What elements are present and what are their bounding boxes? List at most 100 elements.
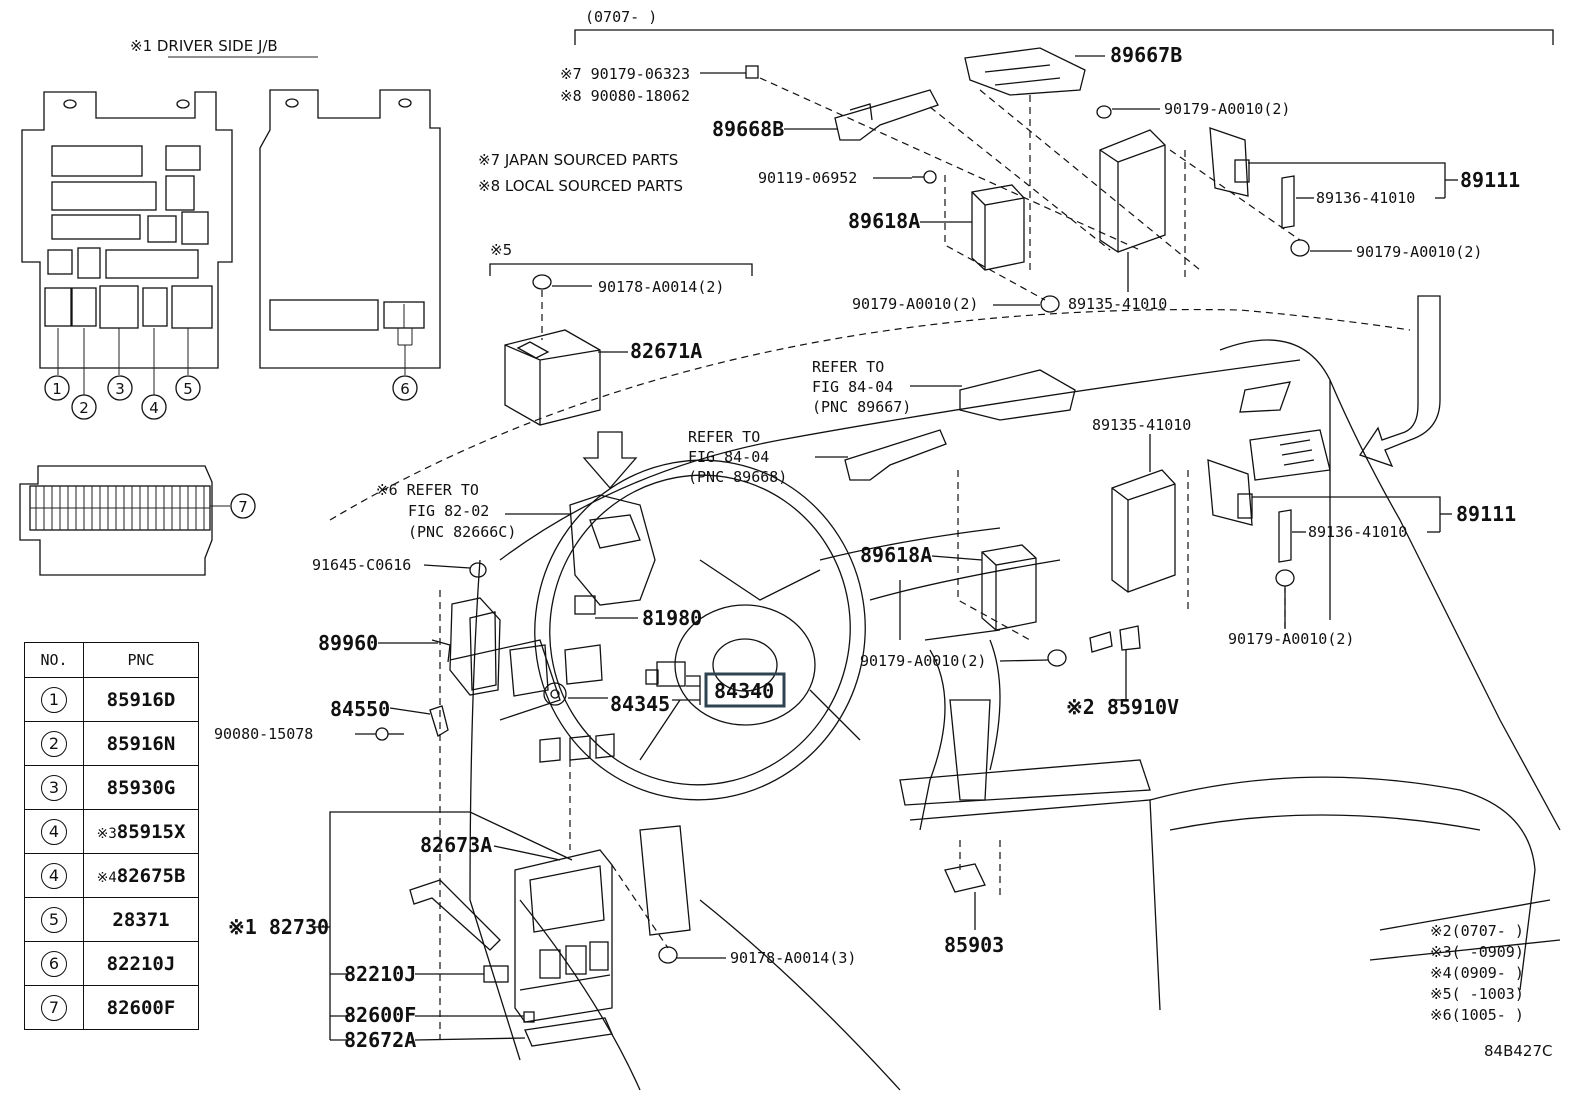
table-row: 4 ※482675B <box>24 853 199 898</box>
row-number: 1 <box>41 686 67 713</box>
switch-85910v <box>1089 625 1141 653</box>
period-bracket <box>574 29 1554 45</box>
label-89135-top: 89135-41010 <box>1068 295 1167 313</box>
row-number: 2 <box>41 730 67 757</box>
nuts-top <box>1040 105 1310 313</box>
jb-callout-5: 5 <box>175 375 201 401</box>
label-89111-mid: 89111 <box>1456 502 1516 526</box>
cover-82672a <box>524 1017 613 1047</box>
label-82210j: 82210J <box>344 962 416 986</box>
note-5: ※5 <box>490 241 512 259</box>
row-pnc: 28371 <box>112 908 170 931</box>
table-row: 5 28371 <box>24 897 199 942</box>
svg-text:5: 5 <box>183 380 193 398</box>
row-number: 3 <box>41 774 67 801</box>
bracket-82673a <box>409 879 501 951</box>
row-number: 4 <box>41 862 67 889</box>
label-90119-06952: 90119-06952 <box>758 169 857 187</box>
header-no: NO. <box>24 642 84 678</box>
jb-callout-7: 7 <box>230 493 256 519</box>
sensor-89111-top <box>1209 127 1250 197</box>
note-5-bracket <box>489 263 753 276</box>
table-row: 4 ※385915X <box>24 809 199 854</box>
label-85903: 85903 <box>944 933 1004 957</box>
figure-code: 84B427C <box>1484 1042 1552 1060</box>
label-89618a-mid: 89618A <box>860 543 932 567</box>
label-89135-mid: 89135-41010 <box>1092 416 1191 434</box>
row-pnc: 85915X <box>116 820 186 843</box>
label-refer-82666-2: FIG 82-02 <box>408 502 489 520</box>
label-90178-a0014-2: 90178-A0014(2) <box>598 278 724 296</box>
label-84345: 84345 <box>610 692 670 716</box>
jb-callout-1: 1 <box>44 375 70 401</box>
cover-82671a <box>504 329 601 426</box>
row-number: 4 <box>41 818 67 845</box>
bracket-84550 <box>429 705 449 737</box>
svg-text:7: 7 <box>238 498 248 516</box>
label-82730: ※1 82730 <box>228 915 329 939</box>
module-89618a-mid <box>981 544 1037 631</box>
label-refer-82666-1: ※6 REFER TO <box>376 481 479 499</box>
row-prefix: ※4 <box>96 869 117 886</box>
table-row: 3 85930G <box>24 765 199 810</box>
clip-90178-a0014-top <box>532 274 552 290</box>
label-89136-mid: 89136-41010 <box>1308 523 1407 541</box>
steering-wheel <box>534 459 866 801</box>
svg-text:6: 6 <box>400 380 410 398</box>
row-pnc: 85916N <box>106 732 176 755</box>
svg-text:3: 3 <box>115 380 125 398</box>
row-number: 5 <box>41 906 67 933</box>
row-pnc: 85916D <box>106 688 176 711</box>
bracket-89667-mid <box>959 369 1076 421</box>
label-82673a: 82673A <box>420 833 492 857</box>
bracket-89668-mid <box>844 429 947 481</box>
label-90080-15078: 90080-15078 <box>214 725 313 743</box>
table-row: 7 82600F <box>24 985 199 1030</box>
label-refer-89667-2: FIG 84-04 <box>812 378 893 396</box>
arrow-down <box>582 431 638 489</box>
label-84550: 84550 <box>330 697 390 721</box>
label-90179-a0010-mid: 90179-A0010(2) <box>852 295 978 313</box>
relay-81980 <box>569 494 656 615</box>
junction-block-82730 <box>514 849 613 1023</box>
label-89618a-top: 89618A <box>848 209 920 233</box>
jb-front-view <box>21 91 233 395</box>
connector-85903 <box>944 863 986 893</box>
svg-text:4: 4 <box>149 399 159 417</box>
label-89136-top: 89136-41010 <box>1316 189 1415 207</box>
label-90179-a0010-low1: 90179-A0010(2) <box>860 652 986 670</box>
jb-callout-3: 3 <box>107 375 133 401</box>
row-number: 7 <box>41 994 67 1021</box>
label-81980: 81980 <box>642 606 702 630</box>
label-refer-89668-3: (PNC 89668) <box>688 468 787 486</box>
label-89111-top: 89111 <box>1460 168 1520 192</box>
label-89667b: 89667B <box>1110 43 1182 67</box>
jb-title: ※1 DRIVER SIDE J/B <box>130 37 278 55</box>
ecu-89135-mid <box>1111 469 1176 593</box>
leader-lines <box>314 55 1458 1041</box>
screw-91645 <box>469 562 487 578</box>
row-number: 6 <box>41 950 67 977</box>
fuse-82600f <box>523 1011 535 1023</box>
row-pnc: 82210J <box>106 952 176 975</box>
period-label: (0707- ) <box>585 8 657 26</box>
label-refer-89668-1: REFER TO <box>688 428 760 446</box>
nut-90179-06323 <box>745 65 759 79</box>
bolt-90119-06952 <box>912 170 937 184</box>
label-82672a: 82672A <box>344 1028 416 1052</box>
label-90179-06323: ※7 90179-06323 <box>560 65 690 83</box>
pnc-table-header: NO. PNC <box>24 642 199 678</box>
footnote-2: ※2(0707- ) <box>1430 922 1524 940</box>
module-89618a-top <box>971 184 1025 271</box>
label-84340[interactable]: 84340 <box>714 679 774 703</box>
label-82671a: 82671A <box>630 339 702 363</box>
switch-84340 <box>645 661 686 687</box>
label-refer-89667-3: (PNC 89667) <box>812 398 911 416</box>
footnote-6: ※6(1005- ) <box>1430 1006 1524 1024</box>
label-refer-89668-2: FIG 84-04 <box>688 448 769 466</box>
footnote-4: ※4(0909- ) <box>1430 964 1524 982</box>
sensor-89111-mid <box>1207 459 1253 526</box>
header-pnc: PNC <box>83 642 199 678</box>
label-refer-89667-1: REFER TO <box>812 358 884 376</box>
